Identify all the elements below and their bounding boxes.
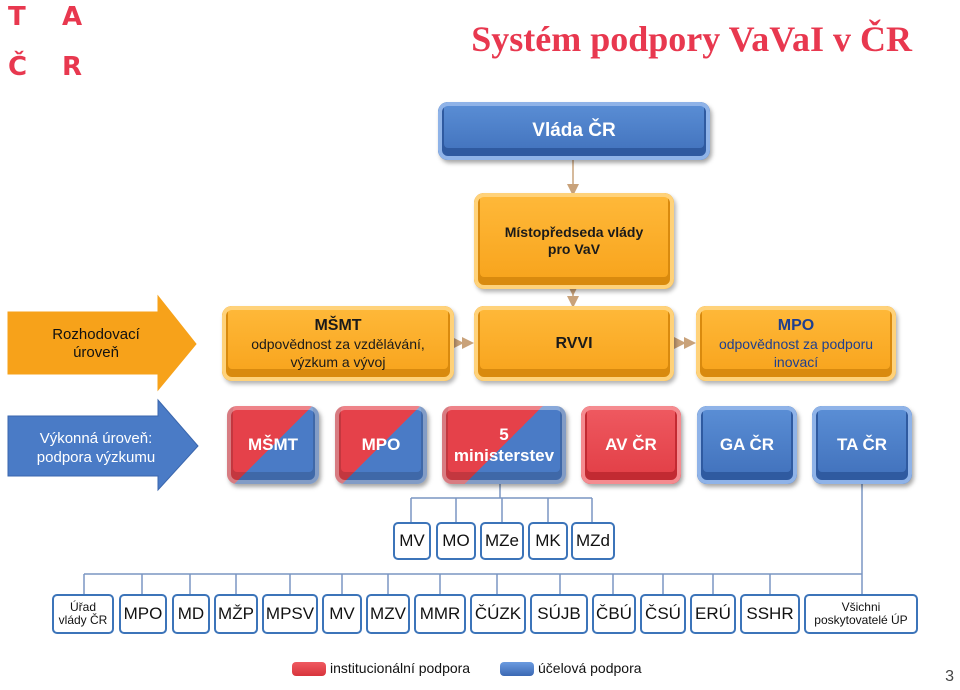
ministry-mze: MZe [480, 522, 524, 560]
ministries-bracket [410, 484, 593, 522]
decision-level-arrow [7, 294, 197, 392]
ministry-mo: MO [436, 522, 476, 560]
provider-mmr: MMR [414, 594, 466, 634]
ministry-mk: MK [528, 522, 568, 560]
logo-letter-a: A [62, 2, 83, 32]
gacr-box: GA ČR [697, 406, 797, 484]
rvvi-box: RVVI [474, 306, 674, 381]
provider-mpsv: MPSV [262, 594, 318, 634]
ministry-mzd: MZd [571, 522, 615, 560]
provider-md: MD [172, 594, 210, 634]
vlada-box: Vláda ČR [438, 102, 710, 160]
ministry-mv: MV [393, 522, 431, 560]
provider-mzv: MZV [366, 594, 410, 634]
decision-level-label: Rozhodovací úroveň [52, 326, 140, 361]
provider-csu: ČSÚ [640, 594, 686, 634]
provider-mpo: MPO [119, 594, 167, 634]
provider-cuzk: ČÚZK [470, 594, 526, 634]
mpo-exec-box: MPO [335, 406, 427, 484]
executive-level-label: Výkonná úroveň: podpora výzkumu [36, 430, 156, 466]
provider-sujb: SÚJB [530, 594, 588, 634]
provider-mzp: MŽP [214, 594, 258, 634]
logo-letter-r: R [62, 52, 83, 82]
providers-bracket [83, 484, 863, 594]
legend-swatch-institutional [292, 662, 326, 676]
msmt-exec-box: MŠMT [227, 406, 319, 484]
legend-label-targeted: účelová podpora [538, 660, 642, 676]
provider-mv: MV [322, 594, 362, 634]
legend-label-institutional: institucionální podpora [330, 660, 471, 676]
tacr-box: TA ČR [812, 406, 912, 484]
legend-swatch-targeted [500, 662, 534, 676]
tacr-logo: T A Č R [8, 2, 88, 82]
provider-sshr: SSHR [740, 594, 800, 634]
page-title: Systém podpory VaVaI v ČR [471, 19, 912, 59]
provider-cbu: ČBÚ [592, 594, 636, 634]
mpo-decision-box: MPO odpovědnost za podporu inovací [696, 306, 896, 381]
msmt-decision-box: MŠMT odpovědnost za vzdělávání, výzkum a… [222, 306, 454, 381]
page-number: 3 [945, 668, 954, 685]
avcr-box: AV ČR [581, 406, 681, 484]
executive-level-arrow [7, 398, 199, 492]
logo-letter-c: Č [8, 52, 28, 82]
logo-letter-t: T [8, 2, 26, 32]
provider-eru: ERÚ [690, 594, 736, 634]
